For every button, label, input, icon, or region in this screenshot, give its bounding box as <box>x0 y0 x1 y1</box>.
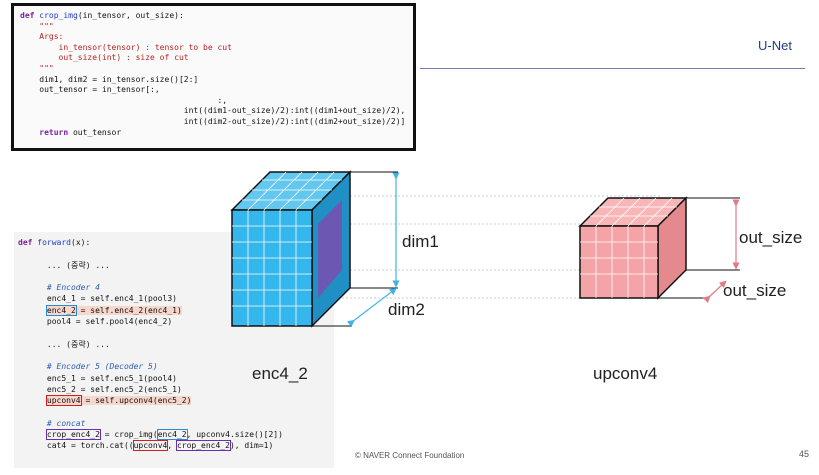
code-text: , upconv4.size()[2]) <box>186 430 283 440</box>
crop-region-face <box>318 200 342 298</box>
slide-title: U-Net <box>758 38 792 53</box>
enc4-2-arg-highlight-blue: enc4_2 <box>156 429 188 441</box>
up-cube-front <box>579 225 659 299</box>
code-comment: # Encoder 5 (Decoder 5) <box>46 362 158 372</box>
code-comment: # concat <box>46 418 86 428</box>
code-text-highlighted: = self.enc4_2(enc4_1) <box>75 305 182 315</box>
code-text: pool4 = self.pool4(enc4_2) <box>46 317 173 327</box>
forward-code: def forward(x): ... (중략) ... # Encoder 4… <box>18 237 283 452</box>
upconv4-label: upconv4 <box>593 364 658 383</box>
dim2-label: dim2 <box>388 300 425 319</box>
enc4-2-label: enc4_2 <box>252 364 308 383</box>
code-text: ), dim=1) <box>229 441 274 451</box>
code-text: enc5_2 = self.enc5_2(enc5_1) <box>46 384 182 394</box>
code-docstring: Args: <box>39 32 64 42</box>
crop-img-code: def crop_img(in_tensor, out_size): """ A… <box>20 11 405 138</box>
code-docstring: out_size(int) : size of cut <box>58 53 189 63</box>
code-text: enc4_1 = self.enc4_1(pool3) <box>46 294 177 304</box>
enc4-2-highlight-blue: enc4_2 <box>45 304 77 316</box>
forward-code-block: def forward(x): ... (중략) ... # Encoder 4… <box>14 232 334 468</box>
code-text: int((dim2-out_size)/2):int((dim2+out_siz… <box>183 116 406 126</box>
code-keyword: return <box>39 127 69 137</box>
code-text: enc5_1 = self.enc5_1(pool4) <box>46 373 177 383</box>
code-text: :, <box>217 95 228 105</box>
crop-enc4-2-arg-highlight-purple: crop_enc4_2 <box>175 440 231 452</box>
code-text: , <box>167 441 177 451</box>
out-size-label-2: out_size <box>723 281 787 300</box>
code-text: (in_tensor, out_size): <box>77 11 184 20</box>
code-text-highlighted: = self.upconv4(enc5_2) <box>80 396 192 406</box>
code-docstring: """ <box>39 63 54 73</box>
code-text: ... (중략) ... <box>46 260 110 270</box>
code-docstring: """ <box>39 21 54 31</box>
code-text: cat4 = torch.cat(( <box>46 441 134 451</box>
dim2-arrow <box>346 287 397 328</box>
dim1-label: dim1 <box>402 232 439 251</box>
enc-cube-front <box>231 209 313 327</box>
header-divider <box>420 68 805 69</box>
code-text: out_tensor <box>68 127 122 137</box>
code-text: dim1, dim2 = in_tensor.size()[2:] <box>39 74 199 84</box>
code-text: int((dim1-out_size)/2):int((dim1+out_siz… <box>183 106 406 116</box>
code-text: out_tensor = in_tensor[:, <box>39 85 160 95</box>
code-keyword: def <box>20 11 35 20</box>
code-text: = crop_img( <box>99 430 158 440</box>
crop-img-code-block: def crop_img(in_tensor, out_size): """ A… <box>11 3 416 151</box>
footer-copyright: © NAVER Connect Foundation <box>355 451 465 460</box>
code-keyword: def <box>18 238 33 247</box>
upconv4-arg-highlight-red: upconv4 <box>132 440 169 452</box>
code-text: (x): <box>71 238 91 247</box>
code-function-name: crop_img <box>39 11 78 20</box>
page-number: 45 <box>799 449 810 459</box>
out-size-label-1: out_size <box>739 228 803 247</box>
code-comment: # Encoder 4 <box>46 283 100 293</box>
crop-enc4-2-highlight-purple: crop_enc4_2 <box>45 429 101 441</box>
code-function-name: forward <box>37 238 71 247</box>
enc4-2-cube <box>230 170 398 328</box>
upconv4-highlight-red: upconv4 <box>45 395 82 407</box>
upconv4-cube <box>578 196 740 300</box>
code-docstring: in_tensor(tensor) : tensor to be cut <box>58 42 232 52</box>
code-text: ... (중략) ... <box>46 339 110 349</box>
out-size-depth-arrow <box>702 280 727 304</box>
